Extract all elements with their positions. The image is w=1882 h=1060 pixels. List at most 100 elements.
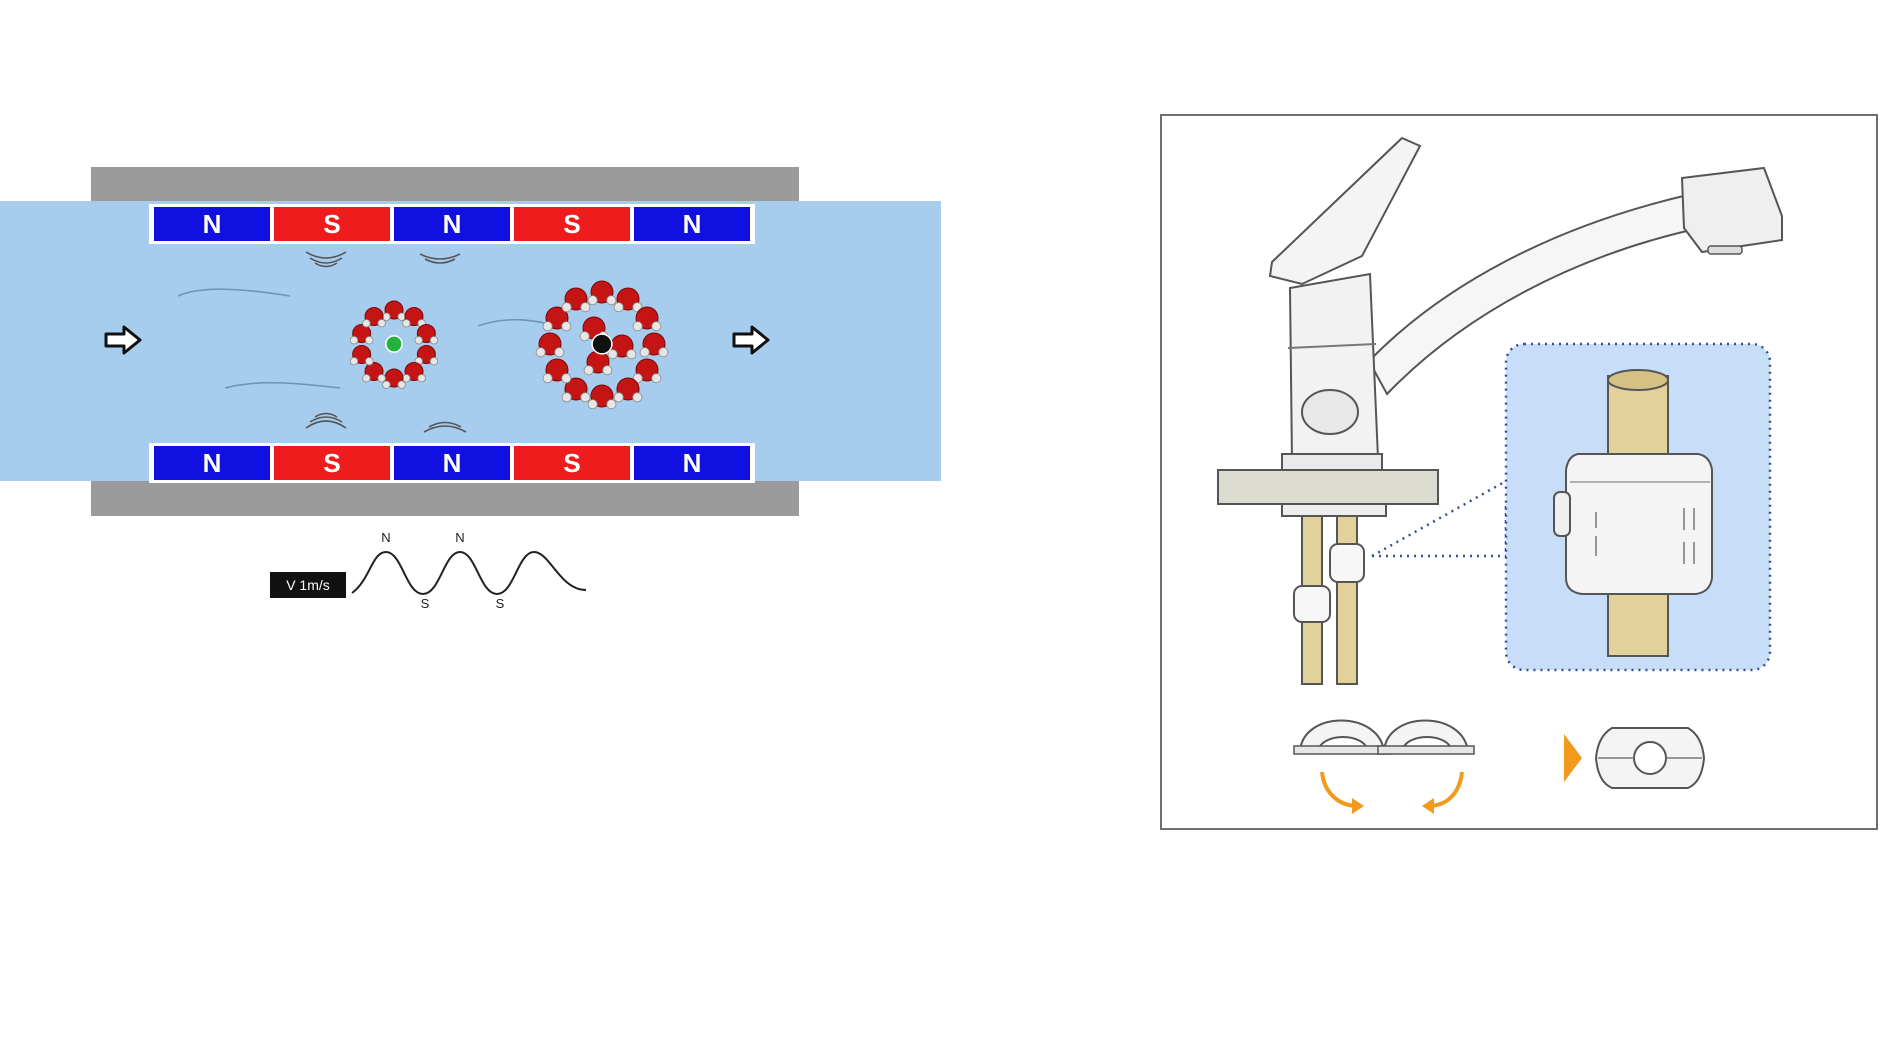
- field-waveform: [351, 550, 587, 596]
- hydrogen-atom: [583, 365, 594, 376]
- hydrogen-atom: [402, 374, 411, 383]
- spray-nozzle: [1707, 245, 1743, 255]
- flow-lines: [177, 288, 549, 389]
- water-channel: [0, 201, 941, 481]
- magnet-segment-n: [394, 207, 510, 241]
- wave-label-n-2: N: [455, 530, 464, 545]
- hydrogen-atom: [587, 295, 598, 306]
- housing-top: [91, 167, 799, 207]
- hydrogen-atom: [349, 336, 359, 345]
- magnet-pole-label: N: [683, 448, 702, 478]
- hydrogen-atom: [580, 302, 591, 313]
- arrow-right-icon: [732, 325, 770, 355]
- hydrogen-atom: [587, 399, 598, 410]
- hydrogen-atom: [429, 357, 439, 366]
- magnet-segment-s: [514, 207, 630, 241]
- anion-ion: [591, 333, 613, 355]
- hydrogen-atom: [561, 392, 572, 403]
- hydrogen-atom: [377, 374, 386, 383]
- faucet-body-ring: [1287, 343, 1377, 349]
- hydrogen-atom: [382, 312, 391, 321]
- magnet-assembled-hole: [1633, 741, 1667, 775]
- hydrogen-atom: [658, 347, 669, 358]
- field-lines-icon: [305, 251, 467, 433]
- wave-label-n-1: N: [381, 530, 390, 545]
- hydrogen-atom: [542, 373, 553, 384]
- hydrogen-atom: [382, 380, 391, 389]
- magnet-pole-label: S: [323, 448, 340, 478]
- magnet-pole-label: S: [563, 209, 580, 239]
- speed-label-box: [270, 572, 346, 598]
- hydrogen-atom: [606, 399, 617, 410]
- magnet-pole-label: N: [203, 209, 222, 239]
- detail-pipe-top: [1607, 369, 1669, 391]
- magnet-pole-label: N: [443, 209, 462, 239]
- hydrogen-atom: [651, 373, 662, 384]
- next-step-arrow-icon: [1564, 734, 1582, 782]
- rotate-arrow-left-head: [1352, 798, 1364, 814]
- faucet-knob: [1301, 389, 1359, 435]
- countertop: [1217, 469, 1439, 505]
- hydrogen-atom: [606, 295, 617, 306]
- magnet-half-left-base: [1293, 745, 1391, 755]
- hydrogen-atom: [402, 319, 411, 328]
- magnet-pole-label: N: [203, 448, 222, 478]
- detail-magnet-ridges: [1595, 508, 1695, 564]
- hydrogen-atom: [607, 349, 618, 360]
- magnet-segment-s: [274, 207, 390, 241]
- magnet-pole-label: S: [563, 448, 580, 478]
- magnet-pole-label: N: [443, 448, 462, 478]
- rotate-arrow-right-head: [1422, 798, 1434, 814]
- magnet-pole-label: N: [683, 209, 702, 239]
- spray-head: [1680, 166, 1783, 254]
- hydrogen-atom: [579, 331, 590, 342]
- hydrogen-atom: [561, 321, 572, 332]
- wave-label-s-1: S: [421, 596, 430, 611]
- hydrogen-atom: [554, 347, 565, 358]
- magnet-half-right-base: [1377, 745, 1475, 755]
- hydrogen-atom: [613, 392, 624, 403]
- faucet-illustration: [1217, 136, 1783, 814]
- supply-pipe-right: [1336, 515, 1358, 685]
- magnet-segment-n: [154, 207, 270, 241]
- hydrogen-atom: [626, 349, 637, 360]
- hydrogen-atom: [417, 374, 426, 383]
- hydrogen-atom: [397, 312, 406, 321]
- hydrogen-atom: [362, 374, 371, 383]
- detail-magnet-clamp: [1565, 453, 1713, 595]
- magnet-segment-n: [634, 207, 750, 241]
- hydrogen-atom: [414, 336, 423, 345]
- pipe-magnet-small-upper: [1329, 543, 1365, 583]
- magnet-pole-label: S: [323, 209, 340, 239]
- hydrogen-atom: [429, 336, 439, 345]
- magnet-segment-s: [514, 446, 630, 480]
- countertop-underside: [1281, 503, 1387, 517]
- hydrogen-atom: [365, 336, 374, 345]
- hydrogen-atom: [377, 319, 386, 328]
- faucet-lever: [1268, 136, 1422, 286]
- hydrogen-atom: [542, 321, 553, 332]
- hydrogen-atom: [580, 392, 591, 403]
- magnet-segment-n: [154, 446, 270, 480]
- hydrogen-atom: [397, 380, 406, 389]
- pipe-magnet-small-lower: [1293, 585, 1331, 623]
- hydrogen-atom: [632, 321, 643, 332]
- magnet-segment-n: [634, 446, 750, 480]
- faucet-collar: [1281, 453, 1383, 471]
- hydrogen-atom: [561, 373, 572, 384]
- hydrated-anion-cluster: [535, 280, 669, 410]
- hydrogen-atom: [632, 392, 643, 403]
- hydrogen-atom: [349, 357, 359, 366]
- hydrogen-atom: [613, 302, 624, 313]
- magnet-segment-s: [274, 446, 390, 480]
- faucet-installation-illustration: [1160, 114, 1878, 830]
- hydrogen-atom: [365, 357, 374, 366]
- speed-label: V 1m/s: [286, 577, 330, 593]
- detail-magnet-tab: [1553, 491, 1571, 537]
- cation-ion: [385, 335, 403, 353]
- hydrogen-atom: [561, 302, 572, 313]
- hydrogen-atom: [362, 319, 371, 328]
